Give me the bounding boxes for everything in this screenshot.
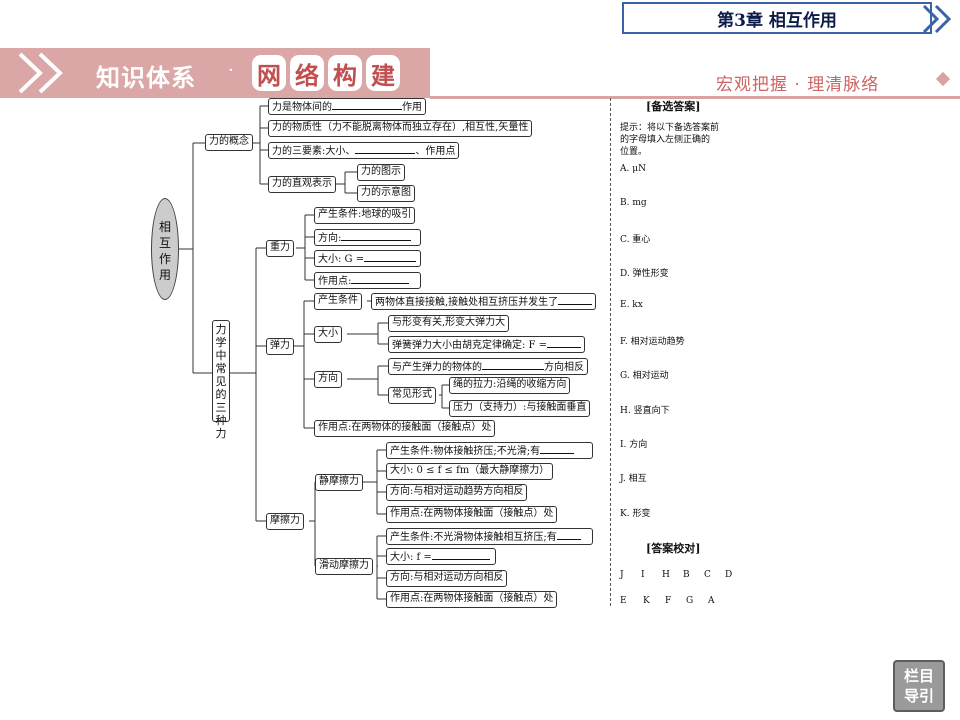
- answers-hint: 位置。: [620, 147, 648, 157]
- node-static-dir: 方向:与相对运动趋势方向相反: [386, 484, 528, 501]
- node-elastic-dir-label: 方向: [314, 371, 342, 388]
- check-letter: J: [620, 570, 624, 580]
- node-concept-item3: 力的三要素:大小、、作用点: [268, 142, 460, 159]
- root-node: 相互作用: [151, 198, 179, 300]
- node-elastic-form-a: 绳的拉力:沿绳的收缩方向: [449, 377, 571, 394]
- answer-option: D. 弹性形变: [620, 269, 669, 279]
- answers-hint: 的字母填入左侧正确的: [620, 135, 711, 145]
- node-elastic-form-b: 压力（支持力）:与接触面垂直: [449, 400, 591, 417]
- answer-option: J. 相互: [620, 474, 647, 484]
- node-elastic-size-b: 弹簧弹力大小由胡克定律确定: F =: [388, 336, 586, 353]
- chevron-right-icon: [922, 4, 952, 34]
- node-gravity-dir: 方向:: [314, 229, 421, 246]
- node-static-point: 作用点:在两物体接触面（接触点）处: [386, 506, 558, 523]
- chevron-right-icon: [18, 52, 63, 94]
- node-elastic-dir-a: 与产生弹力的物体的方向相反: [388, 358, 588, 375]
- chapter-tab: 第3章 相互作用: [622, 2, 932, 34]
- node-three-forces: 力学中常见的三种力: [212, 320, 230, 440]
- check-letter: G: [686, 596, 694, 606]
- node-elastic-size-label: 大小: [314, 326, 342, 343]
- node-concept-item2: 力的物质性（力不能脱离物体而独立存在）,相互性,矢量性: [268, 120, 533, 137]
- node-force-visual: 力的直观表示: [268, 176, 336, 193]
- node-elastic-cond: 两物体直接接触,接触处相互挤压并发生了: [371, 293, 597, 310]
- banner-char: 构: [328, 55, 362, 91]
- node-elastic-forms-label: 常见形式: [388, 387, 436, 404]
- nav-label: 导引: [903, 687, 934, 705]
- banner-char: 网: [252, 55, 286, 91]
- answer-option: E. kx: [620, 300, 643, 310]
- node-sliding-friction: 滑动摩擦力: [315, 558, 373, 575]
- node-static-friction: 静摩擦力: [315, 474, 363, 491]
- check-letter: C: [704, 570, 711, 580]
- node-sliding-cond: 产生条件:不光滑物体接触相互挤压;有: [386, 528, 593, 545]
- answer-option: B. mg: [620, 198, 647, 208]
- node-gravity-point: 作用点:: [314, 272, 421, 289]
- answer-option: C. 重心: [620, 235, 651, 245]
- banner-underline: [430, 96, 960, 99]
- node-sliding-dir: 方向:与相对运动方向相反: [386, 570, 508, 587]
- answer-option: I. 方向: [620, 440, 648, 450]
- node-elastic-point: 作用点:在两物体的接触面（接触点）处: [314, 420, 496, 437]
- answer-option: G. 相对运动: [620, 371, 669, 381]
- panel-divider: [610, 98, 611, 606]
- node-gravity-cond: 产生条件:地球的吸引: [314, 207, 416, 224]
- node-friction: 摩擦力: [266, 513, 304, 530]
- check-letter: A: [708, 596, 715, 606]
- answers-hint: 提示：将以下备选答案前: [620, 123, 720, 133]
- answer-option: H. 竖直向下: [620, 406, 670, 416]
- check-letter: I: [641, 570, 645, 580]
- node-gravity: 重力: [266, 240, 294, 257]
- check-letter: F: [665, 596, 672, 606]
- node-force-concept: 力的概念: [205, 134, 253, 151]
- banner-char: 络: [290, 55, 324, 91]
- answer-option: A. μN: [620, 164, 646, 174]
- node-force-sketch: 力的示意图: [357, 185, 415, 202]
- node-sliding-point: 作用点:在两物体接触面（接触点）处: [386, 591, 558, 608]
- answer-option: K. 形变: [620, 509, 651, 519]
- banner-subtitle: 宏观把握 · 理清脉络: [716, 75, 880, 95]
- node-static-size: 大小: 0 ≤ f ≤ fm（最大静摩擦力）: [386, 463, 554, 480]
- node-force-diagram: 力的图示: [357, 164, 405, 181]
- node-static-cond: 产生条件:物体接触挤压;不光滑;有: [386, 442, 593, 459]
- section-nav-button[interactable]: 栏目 导引: [893, 660, 945, 712]
- node-sliding-size: 大小: f =: [386, 548, 496, 565]
- node-elastic-size-a: 与形变有关,形变大弹力大: [388, 315, 510, 332]
- check-letter: B: [683, 570, 690, 580]
- banner-title: 知识体系: [96, 64, 196, 92]
- node-elastic: 弹力: [266, 338, 294, 355]
- node-elastic-cond-label: 产生条件: [314, 293, 362, 310]
- answer-option: F. 相对运动趋势: [620, 337, 685, 347]
- check-letter: H: [662, 570, 670, 580]
- nav-label: 栏目: [903, 667, 934, 685]
- banner-char: 建: [366, 55, 400, 91]
- answers-title: [备选答案]: [646, 100, 701, 113]
- banner-separator: ·: [228, 60, 234, 81]
- node-gravity-size: 大小: G =: [314, 250, 421, 267]
- check-title: [答案校对]: [646, 542, 701, 555]
- node-concept-item1: 力是物体间的作用: [268, 98, 426, 115]
- check-letter: K: [643, 596, 650, 606]
- check-letter: D: [725, 570, 733, 580]
- check-letter: E: [620, 596, 627, 606]
- root-label: 相互作用: [159, 220, 172, 282]
